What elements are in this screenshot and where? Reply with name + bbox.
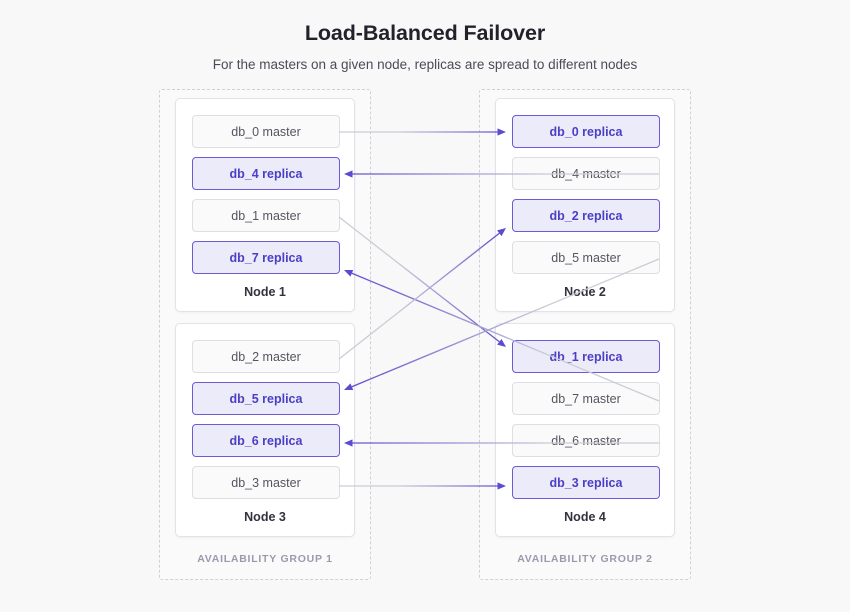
- node-label-1: Node 1: [244, 285, 286, 299]
- db-box-db_7-replica[interactable]: db_7 replica: [192, 241, 340, 274]
- header: Load-Balanced Failover For the masters o…: [0, 0, 850, 72]
- db-box-db_4-master[interactable]: db_4 master: [512, 157, 660, 190]
- page-subtitle: For the masters on a given node, replica…: [212, 57, 638, 72]
- db-list-node-3: db_2 master db_5 replica db_6 replica db…: [192, 340, 340, 508]
- node-label-2: Node 2: [564, 285, 606, 299]
- node-label-3: Node 3: [244, 510, 286, 524]
- db-box-db_6-replica[interactable]: db_6 replica: [192, 424, 340, 457]
- node-card-2[interactable]: db_0 replica db_4 master db_2 replica db…: [495, 98, 675, 312]
- db-list-node-4: db_1 replica db_7 master db_6 master db_…: [512, 340, 660, 508]
- db-box-db_7-master[interactable]: db_7 master: [512, 382, 660, 415]
- db-box-db_0-replica[interactable]: db_0 replica: [512, 115, 660, 148]
- page-title: Load-Balanced Failover: [304, 21, 546, 45]
- db-box-db_5-master[interactable]: db_5 master: [512, 241, 660, 274]
- db-list-node-1: db_0 master db_4 replica db_1 master db_…: [192, 115, 340, 283]
- db-box-db_5-replica[interactable]: db_5 replica: [192, 382, 340, 415]
- db-box-db_3-replica[interactable]: db_3 replica: [512, 466, 660, 499]
- availability-group-2-label: AVAILABILITY GROUP 2: [517, 553, 653, 565]
- node-label-4: Node 4: [564, 510, 606, 524]
- db-box-db_3-master[interactable]: db_3 master: [192, 466, 340, 499]
- db-box-db_2-replica[interactable]: db_2 replica: [512, 199, 660, 232]
- availability-group-1-label: AVAILABILITY GROUP 1: [197, 553, 333, 565]
- db-box-db_1-master[interactable]: db_1 master: [192, 199, 340, 232]
- db-box-db_1-replica[interactable]: db_1 replica: [512, 340, 660, 373]
- node-card-3[interactable]: db_2 master db_5 replica db_6 replica db…: [175, 323, 355, 537]
- node-card-4[interactable]: db_1 replica db_7 master db_6 master db_…: [495, 323, 675, 537]
- db-box-db_2-master[interactable]: db_2 master: [192, 340, 340, 373]
- db-box-db_4-replica[interactable]: db_4 replica: [192, 157, 340, 190]
- db-list-node-2: db_0 replica db_4 master db_2 replica db…: [512, 115, 660, 283]
- node-card-1[interactable]: db_0 master db_4 replica db_1 master db_…: [175, 98, 355, 312]
- db-box-db_0-master[interactable]: db_0 master: [192, 115, 340, 148]
- db-box-db_6-master[interactable]: db_6 master: [512, 424, 660, 457]
